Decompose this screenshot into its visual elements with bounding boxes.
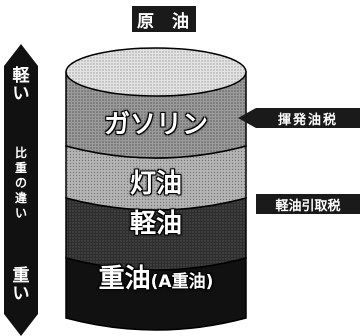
- light-label: 軽い: [12, 66, 30, 104]
- kerosene-label: 灯油: [129, 169, 182, 199]
- gasoline-tax-pointer: [238, 108, 256, 128]
- heavy-oil-sub-label: (A重油): [150, 272, 214, 292]
- heavy-label: 重い: [12, 266, 30, 304]
- tank-top-surface: [65, 47, 247, 97]
- diesel-tax-label: 軽油引取税: [256, 194, 360, 214]
- crude-oil-label: 原 油: [132, 6, 196, 32]
- gravity-arrow-shape: [4, 44, 38, 336]
- heavy-oil-main-label: 重油: [98, 264, 151, 294]
- gasoline-tax-label: 揮発油税: [256, 108, 360, 128]
- gasoline-label: ガソリン: [103, 110, 208, 140]
- heavy-oil-label: 重油(A重油): [66, 258, 246, 295]
- diesel-label: 軽油: [129, 209, 182, 239]
- specific-gravity-label: 比重の違い: [14, 146, 27, 220]
